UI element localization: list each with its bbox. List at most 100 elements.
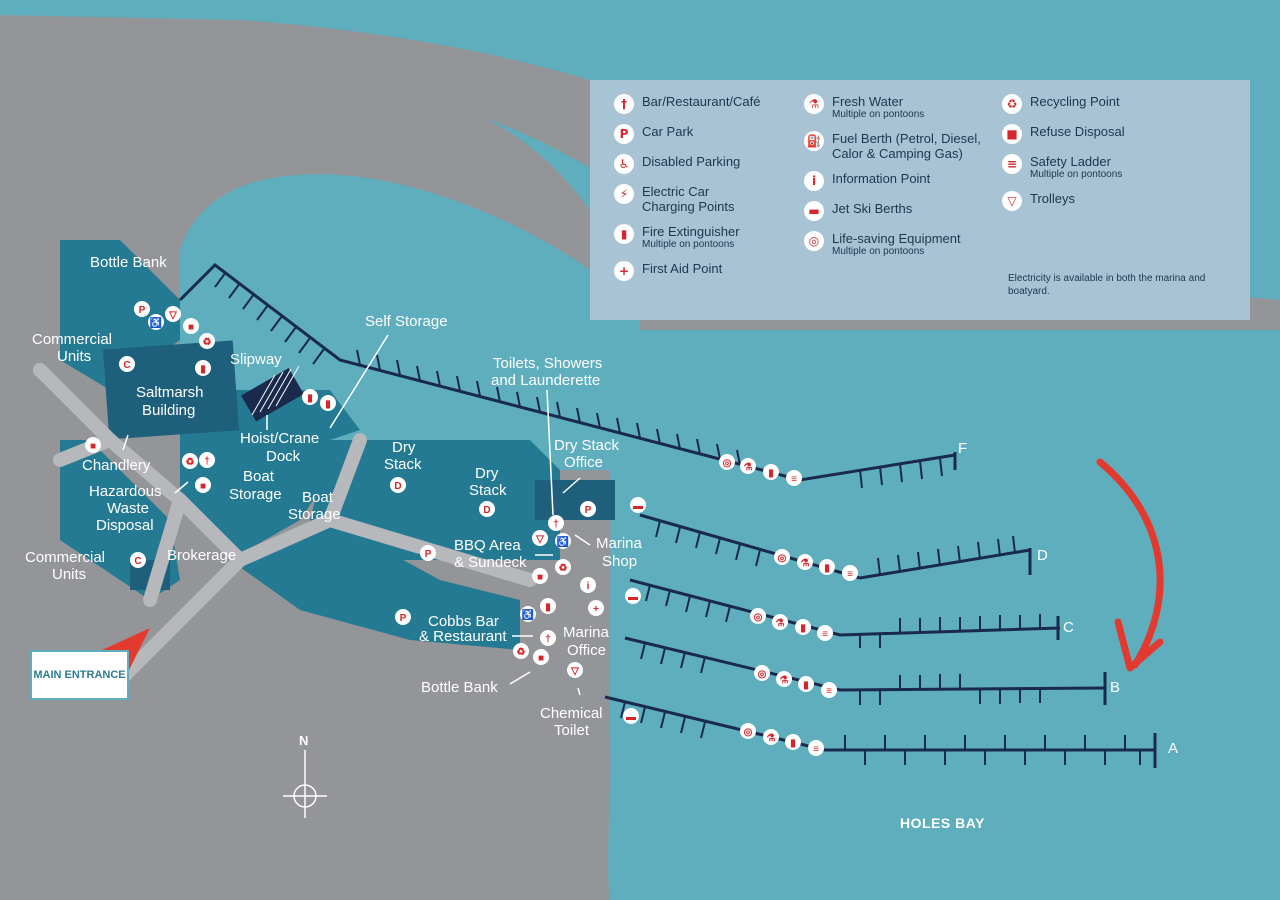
trolley-icon: ▽ <box>1002 191 1022 211</box>
pontoon-a-label: A <box>1168 740 1178 757</box>
life-ring-icon: ◎ <box>804 231 824 251</box>
label-boat-storage-a: Boat <box>243 468 275 485</box>
label-chandlery: Chandlery <box>82 457 151 474</box>
car-park-icon: P <box>395 609 411 625</box>
svg-text:▮: ▮ <box>307 393 313 404</box>
label-boat-storage-a-2: Storage <box>229 486 282 503</box>
legend-item: + First Aid Point <box>614 261 794 281</box>
svg-text:■: ■ <box>538 653 544 664</box>
pontoon-fingers <box>214 271 1141 765</box>
label-boat-storage-b: Boat <box>302 489 334 506</box>
disabled-parking-icon: ♿ <box>614 154 634 174</box>
label-saltmarsh: Saltmarsh <box>136 384 204 401</box>
svg-text:⚗: ⚗ <box>801 558 810 569</box>
legend-label: Disabled Parking <box>642 154 741 169</box>
label-dry-stack-a-2: Stack <box>384 456 422 473</box>
jet-ski-icon: ▬ <box>804 201 824 221</box>
label-dry-stack-office-2: Office <box>564 454 603 471</box>
label-hoist-2: Dock <box>266 448 301 465</box>
legend-item: i Information Point <box>804 171 994 191</box>
utensils-icon: † <box>540 630 556 646</box>
ev-charging-icon: C <box>119 356 135 372</box>
label-bottle-bank-bottom: Bottle Bank <box>421 679 498 696</box>
svg-text:▮: ▮ <box>325 399 331 410</box>
refuse-bin-icon: ■ <box>1002 124 1022 144</box>
label-hazardous: Hazardous <box>89 483 162 500</box>
utensils-icon: † <box>614 94 634 114</box>
curved-arrow-icon <box>1096 458 1164 672</box>
label-hazardous-2: Waste <box>107 500 149 517</box>
svg-text:⚗: ⚗ <box>780 675 789 686</box>
drystack-office-building <box>535 480 615 520</box>
svg-text:◎: ◎ <box>744 727 753 738</box>
svg-text:■: ■ <box>537 572 543 583</box>
fire-extinguisher-icon: ▮ <box>320 395 336 411</box>
svg-text:♻: ♻ <box>559 563 568 574</box>
svg-text:▬: ▬ <box>628 592 638 603</box>
legend-item: P Car Park <box>614 124 794 144</box>
legend-item: ⛽ Fuel Berth (Petrol, Diesel, Calor & Ca… <box>804 131 994 161</box>
fresh-water-icon: ⚗ <box>763 729 779 745</box>
svg-text:D: D <box>483 505 490 516</box>
label-toilets: Toilets, Showers <box>493 355 602 372</box>
car-park-icon: P <box>134 301 150 317</box>
legend-item: ▬ Jet Ski Berths <box>804 201 994 221</box>
legend-item: ▽ Trolleys <box>1002 191 1232 211</box>
svg-text:♻: ♻ <box>186 457 195 468</box>
first-aid-icon: + <box>614 261 634 281</box>
label-dry-stack-office: Dry Stack <box>554 437 620 454</box>
label-dry-stack-b-2: Stack <box>469 482 507 499</box>
label-toilets-2: and Launderette <box>491 372 600 389</box>
svg-text:▬: ▬ <box>633 501 643 512</box>
refuse-bin-icon: ■ <box>183 318 199 334</box>
svg-text:◎: ◎ <box>723 458 732 469</box>
fire-extinguisher-icon: ▮ <box>195 360 211 376</box>
fire-extinguisher-icon: ▮ <box>763 464 779 480</box>
svg-text:♻: ♻ <box>203 337 212 348</box>
fire-extinguisher-icon: ▮ <box>798 676 814 692</box>
legend-column-1: † Bar/Restaurant/Café P Car Park ♿ Disab… <box>614 94 794 291</box>
legend-item: ■ Refuse Disposal <box>1002 124 1232 144</box>
legend-label: Bar/Restaurant/Café <box>642 94 761 109</box>
fresh-water-icon: ⚗ <box>797 554 813 570</box>
svg-text:†: † <box>204 456 210 467</box>
svg-text:≡: ≡ <box>822 629 828 640</box>
label-cobbs-2: & Restaurant <box>419 628 507 645</box>
pontoon-b-label: B <box>1110 679 1120 696</box>
label-chemical-2: Toilet <box>554 722 590 739</box>
svg-text:■: ■ <box>188 322 194 333</box>
svg-text:C: C <box>123 360 130 371</box>
recycling-icon: ♻ <box>555 559 571 575</box>
dry-stack-marker-icon: D <box>479 501 495 517</box>
svg-text:≡: ≡ <box>791 474 797 485</box>
trolley-icon: ▽ <box>567 662 583 678</box>
label-marina-office: Marina <box>563 624 610 641</box>
label-slipway: Slipway <box>230 351 282 368</box>
safety-ladder-icon: ≡ <box>842 565 858 581</box>
legend-panel: † Bar/Restaurant/Café P Car Park ♿ Disab… <box>590 80 1250 320</box>
legend-note: Electricity is available in both the mar… <box>1008 273 1206 297</box>
svg-text:⚗: ⚗ <box>744 462 753 473</box>
pontoon-f-spine <box>178 263 956 482</box>
legend-column-3: ♻ Recycling Point ■ Refuse Disposal ≡ Sa… <box>1002 94 1232 221</box>
svg-text:▮: ▮ <box>803 680 809 691</box>
main-entrance-sign: MAIN ENTRANCE <box>30 650 129 700</box>
pontoon-b-spine <box>624 636 1106 692</box>
refuse-bin-icon: ■ <box>532 568 548 584</box>
label-commercial-units-bottom: Commercial <box>25 549 105 566</box>
trolley-icon: ▽ <box>532 530 548 546</box>
fire-extinguisher-icon: ▮ <box>819 559 835 575</box>
fire-extinguisher-icon: ▮ <box>785 734 801 750</box>
trolley-icon: ▽ <box>165 306 181 322</box>
legend-label: Refuse Disposal <box>1030 124 1125 139</box>
compass-icon <box>283 750 327 818</box>
svg-text:⚗: ⚗ <box>776 618 785 629</box>
svg-text:◎: ◎ <box>778 553 787 564</box>
label-hoist: Hoist/Crane <box>240 430 319 447</box>
information-icon: i <box>580 577 596 593</box>
fresh-water-icon: ⚗ <box>740 458 756 474</box>
svg-text:+: + <box>593 604 599 615</box>
